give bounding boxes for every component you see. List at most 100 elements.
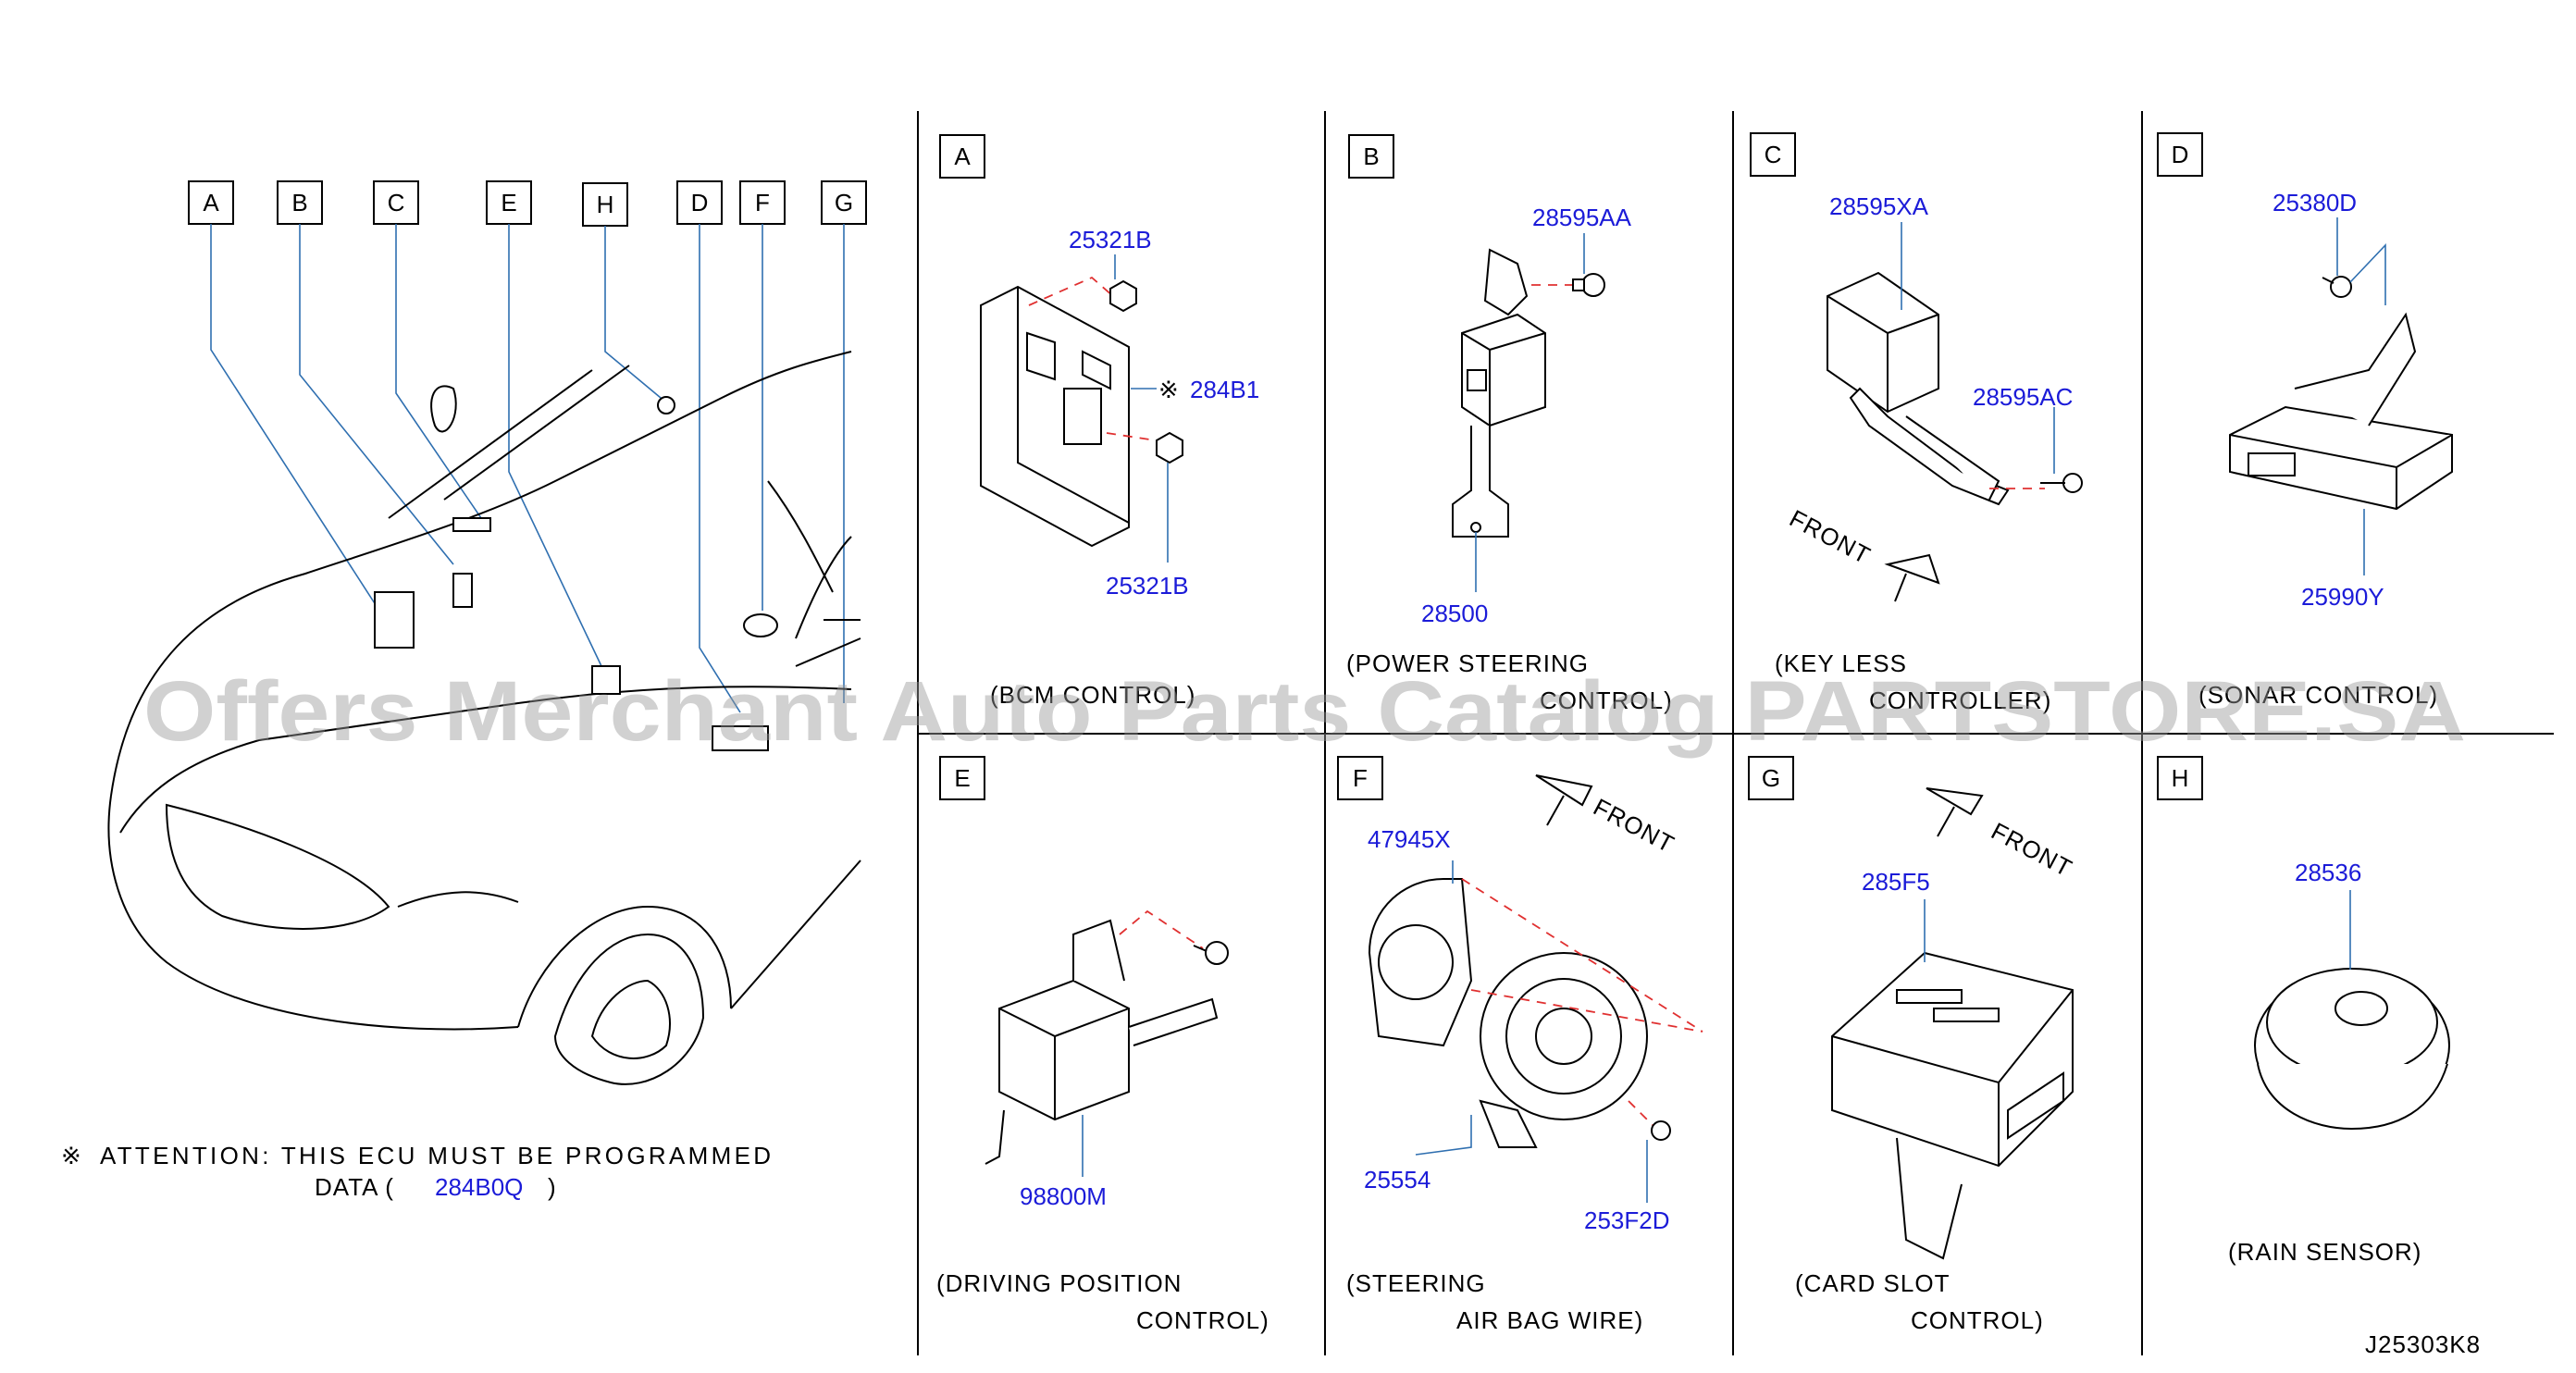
part-28500: 28500 [1421,600,1488,627]
svg-text:B: B [1363,142,1379,170]
driving-position-control-illustration [985,919,1219,1165]
part-25554: 25554 [1364,1166,1430,1194]
caption-sonar-control: (SONAR CONTROL) [2198,681,2438,709]
rain-sensor-illustration [2254,968,2450,1131]
screw-icon [1572,273,1605,297]
part-28595aa: 28595AA [1532,204,1632,231]
part-28536: 28536 [2295,859,2361,886]
front-label-f: FRONT [1589,793,1679,859]
nut-icon [1109,279,1137,313]
part-98800m: 98800M [1020,1182,1107,1210]
overview-box-e[interactable]: E [486,180,532,225]
front-arrow-icon [1884,553,1940,602]
caption-steering-line-1: (STEERING [1346,1269,1486,1297]
svg-text:E: E [501,189,516,216]
programming-mark: ※ [1158,376,1180,403]
part-25380d: 25380D [2273,189,2357,216]
panel-d: D 25380D 25990Y (SONAR CONTROL) [2157,132,2453,709]
svg-text:D: D [2172,141,2189,168]
part-47945x: 47945X [1368,825,1451,853]
caption-keyless-line-1: (KEY LESS [1775,649,1907,677]
attention-part-number: 284B0Q [435,1173,523,1201]
overview-box-g[interactable]: G [821,180,867,225]
svg-text:D: D [691,189,709,216]
part-28595xa: 28595XA [1829,192,1929,220]
caption-power-steering-line-2: CONTROL) [1540,686,1673,714]
sonar-control-illustration [2229,312,2453,511]
svg-text:C: C [1765,141,1782,168]
front-label-c: FRONT [1785,504,1876,570]
part-28595ac: 28595AC [1973,383,2073,411]
car-outline [107,351,861,1085]
panel-b: B 28595AA 28500 (POWER STEERING CONTROL) [1346,134,1673,714]
svg-text:A: A [203,189,219,216]
caption-keyless-line-2: CONTROLLER) [1869,686,2051,714]
drawing-code: J25303K8 [2365,1330,2481,1358]
svg-text:C: C [388,189,405,216]
panel-h: H 28536 (RAIN SENSOR) [2157,756,2450,1266]
caption-driving-position-line-1: (DRIVING POSITION [936,1269,1182,1297]
caption-power-steering-line-1: (POWER STEERING [1346,649,1589,677]
overview-leader-lines [210,224,845,713]
caption-card-slot-line-1: (CARD SLOT [1795,1269,1950,1297]
part-284b1: 284B1 [1190,376,1259,403]
caption-driving-position-line-2: CONTROL) [1136,1306,1269,1334]
card-slot-controller-illustration [1831,951,2074,1260]
panel-c: C 28595XA 28595AC FRONT (KEY LESS CONTRO… [1750,132,2083,714]
attention-line-2-prefix: DATA ( [315,1173,394,1201]
bcm-module-illustration [980,285,1130,548]
panel-a: A 25321B ※ 284B1 25321B (BCM CONTROL) [939,134,1259,709]
screw-icon [1193,941,1229,965]
attention-mark: ※ [61,1142,82,1169]
power-steering-module-illustration [1452,248,1546,538]
svg-text:E: E [954,764,970,792]
part-253f2d: 253F2D [1584,1206,1670,1234]
part-25321b-top: 25321B [1069,226,1152,254]
caption-bcm-control: (BCM CONTROL) [990,681,1195,709]
svg-text:G: G [1762,764,1780,792]
panel-g: G FRONT 285F5 (CARD SLOT CONTROL) [1748,756,2077,1334]
attention-note: ※ ATTENTION: THIS ECU MUST BE PROGRAMMED… [61,1142,772,1201]
svg-text:A: A [954,142,971,170]
attention-line-1: ATTENTION: THIS ECU MUST BE PROGRAMMED [100,1142,772,1169]
panel-f-letter[interactable]: F [1337,756,1383,800]
svg-text:H: H [2172,764,2189,792]
front-label-g: FRONT [1987,817,2077,883]
panel-g-letter[interactable]: G [1748,756,1794,800]
part-25990y: 25990Y [2301,583,2384,611]
overview-box-b[interactable]: B [277,180,323,225]
front-arrow-icon [1926,787,1984,837]
svg-text:F: F [1353,764,1368,792]
svg-text:F: F [755,189,770,216]
panel-e: E 98800M (DRIVING POSITION CONTROL) [936,756,1269,1334]
front-arrow-icon [1535,774,1593,826]
attention-line-2-suffix: ) [548,1173,557,1201]
nut-icon [1156,431,1183,464]
svg-text:G: G [835,189,853,216]
svg-text:B: B [291,189,307,216]
panel-e-letter[interactable]: E [939,756,985,800]
overview-box-a[interactable]: A [188,180,234,225]
caption-steering-line-2: AIR BAG WIRE) [1456,1306,1643,1334]
panel-f: F FRONT 47945X 25554 253F2D (STEERING AI… [1337,756,1703,1334]
overview-box-f[interactable]: F [739,180,786,225]
caption-card-slot-line-2: CONTROL) [1911,1306,2044,1334]
panel-d-letter[interactable]: D [2157,132,2203,177]
screw-icon [2322,276,2352,298]
bolt-icon [2040,473,2083,493]
panel-b-letter[interactable]: B [1348,134,1394,179]
watermark: Offers Merchant Auto Parts Catalog PARTS… [143,664,2466,759]
panel-c-letter[interactable]: C [1750,132,1796,177]
part-285f5: 285F5 [1862,868,1930,896]
keyless-controller-illustration [1827,271,2010,506]
part-25321b-bottom: 25321B [1106,572,1189,600]
steering-spiral-cable-illustration [1368,878,1648,1148]
overview-box-d[interactable]: D [676,180,723,225]
overview-box-c[interactable]: C [373,180,419,225]
panel-a-letter[interactable]: A [939,134,985,179]
overview-box-h[interactable]: H [582,182,628,227]
svg-text:H: H [597,191,614,218]
overview-letter-boxes: A B C E H D F G [188,180,867,227]
panel-h-letter[interactable]: H [2157,756,2203,800]
